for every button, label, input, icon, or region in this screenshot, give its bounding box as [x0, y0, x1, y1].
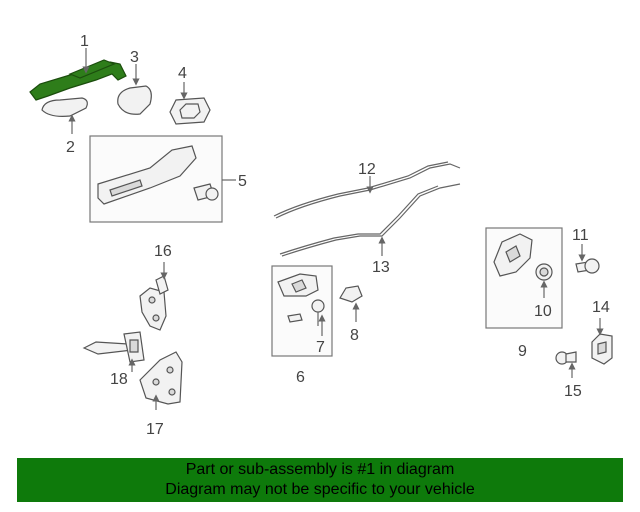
part-10-bushing[interactable]: 10 [534, 263, 553, 320]
disclaimer-line-1: Part or sub-assembly is #1 in diagram [185, 461, 455, 478]
callout-11: 11 [572, 227, 589, 244]
part-5-frame[interactable]: 5 [89, 135, 247, 223]
callout-7: 7 [316, 339, 325, 356]
part-6-lock-box[interactable]: 6 [271, 265, 333, 386]
part-1-outside-handle[interactable]: 1 [29, 33, 127, 101]
part-3-cap[interactable]: 3 [117, 49, 152, 115]
disclaimer-line-2: Diagram may not be specific to your vehi… [165, 481, 475, 498]
callout-6: 6 [296, 369, 305, 386]
part-16-upper-hinge[interactable]: 16 [139, 243, 172, 331]
disclaimer-banner: Part or sub-assembly is #1 in diagram Di… [17, 458, 623, 502]
callout-15: 15 [564, 383, 582, 400]
part-17-lower-hinge[interactable]: 17 [139, 351, 183, 438]
part-7-screw[interactable]: 7 [311, 299, 326, 356]
callout-13: 13 [372, 259, 390, 276]
part-13-rod[interactable]: 13 [279, 183, 461, 276]
part-9-latch-box[interactable]: 9 [485, 227, 563, 360]
part-18-check[interactable]: 18 [82, 331, 145, 388]
callout-8: 8 [350, 327, 359, 344]
callout-14: 14 [592, 299, 610, 316]
callout-1: 1 [80, 33, 89, 50]
part-15-screw[interactable]: 15 [555, 351, 582, 400]
callout-17: 17 [146, 421, 164, 438]
callout-4: 4 [178, 65, 187, 82]
part-8-cover[interactable]: 8 [339, 285, 363, 344]
callout-9: 9 [518, 343, 527, 360]
callout-2: 2 [66, 139, 75, 156]
callout-10: 10 [534, 303, 552, 320]
callout-5: 5 [238, 173, 247, 190]
part-14-striker[interactable]: 14 [591, 299, 613, 365]
part-12-rod[interactable]: 12 [273, 161, 461, 219]
parts-diagram: 1 2 3 4 5 12 13 [29, 33, 613, 438]
part-4-bezel[interactable]: 4 [169, 65, 211, 125]
callout-12: 12 [358, 161, 376, 178]
callout-16: 16 [154, 243, 172, 260]
callout-3: 3 [130, 49, 139, 66]
part-2-pad[interactable]: 2 [41, 97, 88, 156]
callout-18: 18 [110, 371, 128, 388]
part-11-bolt[interactable]: 11 [572, 227, 600, 274]
